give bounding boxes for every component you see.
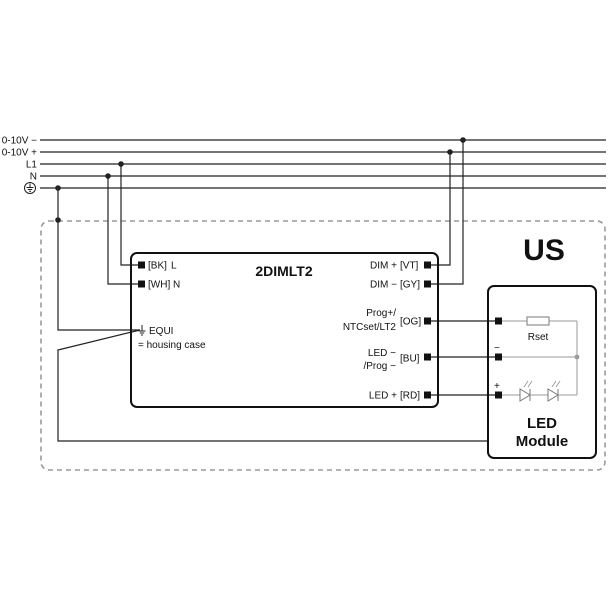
wire-earth-equi bbox=[57, 188, 140, 331]
wire-0-10v-minus bbox=[426, 140, 464, 285]
pin-bu bbox=[424, 353, 431, 361]
wire-n bbox=[107, 176, 141, 285]
equi-label: EQUI bbox=[149, 326, 173, 337]
rset-label: Rset bbox=[528, 332, 549, 343]
bus-lines bbox=[40, 139, 606, 189]
pin-vt bbox=[424, 261, 431, 269]
led-module-label-2: Module bbox=[516, 433, 569, 450]
pin-og bbox=[424, 317, 431, 325]
driver-right-pins: DIM + [VT] DIM − [GY] Prog+/ NTCset/LT2 … bbox=[343, 261, 431, 402]
module-plus-sign: + bbox=[494, 381, 500, 392]
us-enclosure bbox=[40, 220, 606, 471]
junction-dot bbox=[55, 217, 61, 223]
driver-left-pins: [BK] L [WH] N EQUI = housing case bbox=[138, 261, 206, 351]
pin-wh-code: [WH] bbox=[148, 280, 170, 291]
pin-wh-text: N bbox=[173, 280, 180, 291]
wire-l1 bbox=[120, 164, 141, 266]
resistor-icon bbox=[526, 316, 550, 326]
junction-dot bbox=[447, 149, 453, 155]
bus-label-l1: L1 bbox=[26, 160, 38, 171]
bus-labels: 0-10V − 0-10V + L1 N bbox=[2, 136, 38, 194]
module-pin-rd bbox=[495, 391, 502, 399]
pin-bk bbox=[138, 261, 145, 269]
led-diode-icon bbox=[547, 380, 561, 402]
wire-0-10v-plus bbox=[426, 152, 451, 266]
pin-bk-code: [BK] bbox=[148, 261, 167, 272]
ground-icon-small bbox=[138, 325, 146, 336]
driver-title: 2DIMLT2 bbox=[255, 263, 313, 279]
wires-left bbox=[57, 164, 488, 442]
junction-dots bbox=[55, 137, 466, 223]
pin-bk-text: L bbox=[171, 261, 177, 272]
pin-dim-plus-label: DIM + bbox=[370, 261, 397, 272]
junction-dot bbox=[105, 173, 111, 179]
led-diode-icon bbox=[519, 380, 533, 402]
pin-wh bbox=[138, 280, 145, 288]
pin-vt-code: [VT] bbox=[400, 261, 419, 272]
led-module-pins: − + bbox=[494, 317, 502, 399]
led-module-circuit: Rset bbox=[502, 316, 580, 402]
led-module-label-1: LED bbox=[527, 415, 557, 432]
pin-prog-label-2: NTCset/LT2 bbox=[343, 322, 397, 333]
equi-sub: = housing case bbox=[138, 340, 206, 351]
pin-rd-code: [RD] bbox=[400, 391, 420, 402]
pin-rd bbox=[424, 391, 431, 399]
pin-gy-code: [GY] bbox=[400, 280, 420, 291]
module-pin-bu bbox=[495, 353, 502, 361]
ground-icon bbox=[24, 182, 36, 194]
junction-dot bbox=[118, 161, 124, 167]
pin-dim-minus-label: DIM − bbox=[370, 280, 397, 291]
pin-prog-label-1: Prog+/ bbox=[366, 308, 396, 319]
pin-og-code: [OG] bbox=[400, 317, 421, 328]
pin-led-minus-label-2: /Prog − bbox=[363, 361, 396, 372]
bus-label-0-10v-plus: 0-10V + bbox=[2, 148, 37, 159]
pin-bu-code: [BU] bbox=[400, 354, 420, 365]
pin-led-minus-label-1: LED − bbox=[368, 348, 396, 359]
pin-gy bbox=[424, 280, 431, 288]
junction-dot bbox=[460, 137, 466, 143]
led-module-box bbox=[487, 285, 597, 459]
module-pin-og bbox=[495, 317, 502, 325]
bus-label-0-10v-minus: 0-10V − bbox=[2, 136, 37, 147]
junction-dot bbox=[55, 185, 61, 191]
pin-led-plus-label: LED + bbox=[369, 391, 397, 402]
wire-earth-led bbox=[57, 329, 488, 442]
module-minus-sign: − bbox=[494, 343, 500, 354]
driver-box bbox=[130, 252, 439, 408]
region-label: US bbox=[523, 234, 565, 267]
bus-label-n: N bbox=[30, 172, 37, 183]
